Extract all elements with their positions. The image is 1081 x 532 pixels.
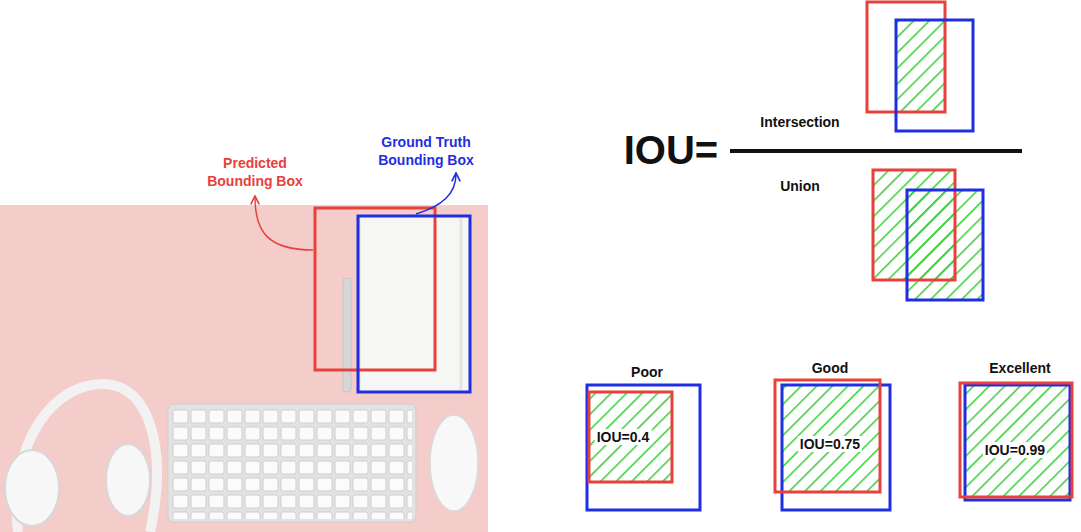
notebook-band [460,217,463,391]
leader-arrow [255,197,313,250]
label-wrap: Predicted Bounding Box [199,154,311,190]
iou-value: IOU=0.99 [983,442,1047,458]
box-heading-wrap: Good [812,360,849,376]
overlap-hatch [782,385,880,492]
iou-value: IOU=0.75 [798,436,862,452]
overlap-hatch [965,385,1070,497]
predicted-box [960,383,1072,497]
ground-truth-box [358,216,470,392]
predicted-box [775,380,880,492]
iou-example-box: PoorIOU=0.4 [587,385,700,510]
label-wrap: Union [780,177,820,195]
iou-example-box: ExcellentIOU=0.99 [960,383,1072,500]
formula-label: IOU= [624,128,718,172]
label-wrap: IOU= [624,130,718,170]
predicted-box [873,170,955,280]
box-label: Ground Truth Bounding Box [378,134,474,168]
leader-arrow [416,174,456,214]
keyboard [168,404,416,522]
mouse [430,415,478,511]
iou-example-box: GoodIOU=0.75 [775,380,890,510]
iou-value: IOU=0.4 [595,429,652,445]
fraction-line [730,149,1022,153]
box-outline [587,385,700,510]
intersection-hatch [896,20,945,112]
predicted-box [589,392,672,482]
iou-value-wrap: IOU=0.75 [798,436,862,452]
box-heading: Poor [631,364,663,380]
numerator-label: Intersection [760,114,839,130]
denominator-label: Union [780,178,820,194]
predicted-box [315,208,435,370]
headphone-cup [106,444,150,516]
label-wrap: Intersection [760,113,839,131]
pen [343,278,351,392]
iou-value-wrap: IOU=0.4 [595,429,652,445]
ground-truth-box [907,190,983,300]
photo-background [0,205,488,532]
box-heading: Excellent [989,360,1050,376]
headphone-cup [5,450,59,526]
box-label: Predicted Bounding Box [207,155,303,189]
label-wrap: Ground Truth Bounding Box [370,133,482,169]
box-heading-wrap: Poor [631,364,663,380]
box-heading-wrap: Excellent [989,360,1050,376]
iou-value-wrap: IOU=0.99 [983,442,1047,458]
box-heading: Good [812,360,849,376]
ground-truth-box [965,385,1070,500]
ground-truth-box [587,385,700,510]
union-hatch [907,190,983,300]
notebook [360,216,470,392]
overlap-hatch [589,392,672,482]
keyboard-keys [172,409,412,519]
ground-truth-box [896,20,973,131]
